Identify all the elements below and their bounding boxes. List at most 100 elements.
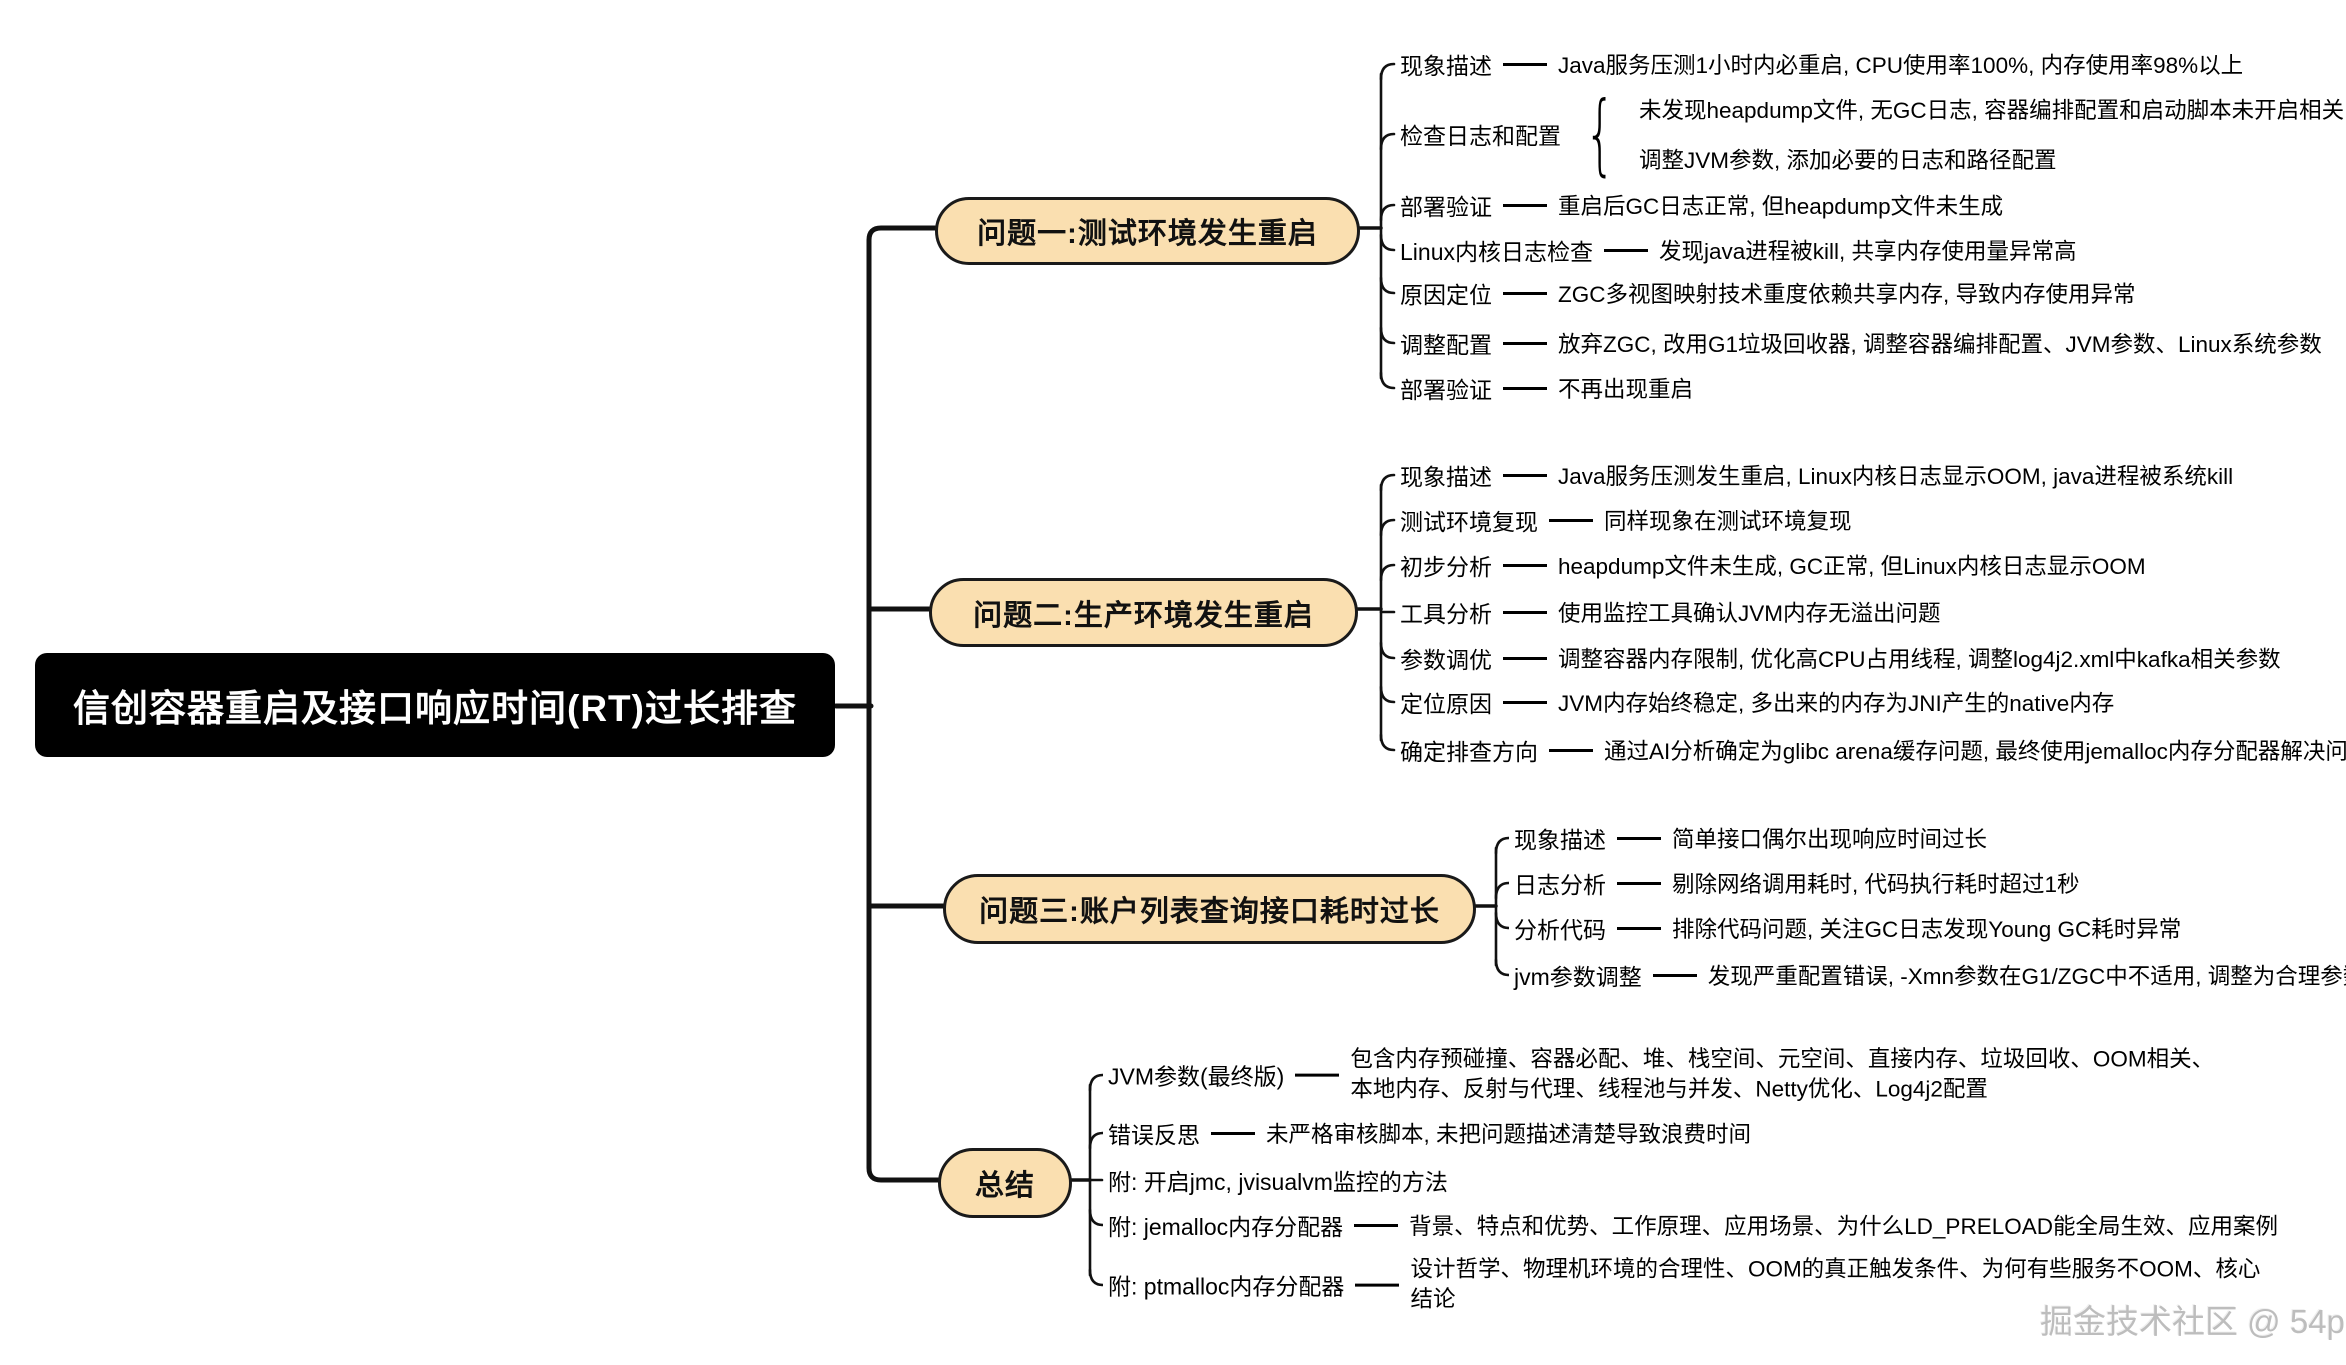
child-row: 参数调优 调整容器内存限制, 优化高CPU占用线程, 调整log4j2.xml中k…: [1400, 641, 2281, 675]
child-label[interactable]: 调整配置: [1400, 332, 1492, 358]
connector-line: [1379, 276, 1396, 295]
dash-connector: [1549, 518, 1593, 522]
child-desc[interactable]: ZGC多视图映射技术重度依赖共享内存, 导致内存使用异常: [1558, 282, 2136, 307]
child-label[interactable]: 错误反思: [1108, 1122, 1200, 1148]
child-row: 错误反思 未严格审核脚本, 未把问题描述清楚导致浪费时间: [1108, 1116, 1751, 1150]
child-row: JVM参数(最终版) 包含内存预碰撞、容器必配、堆、栈空间、元空间、直接内存、垃圾…: [1108, 1045, 2220, 1106]
connector-line: [1379, 203, 1396, 222]
child-desc[interactable]: 放弃ZGC, 改用G1垃圾回收器, 调整容器编排配置、JVM参数、Linux系统…: [1558, 332, 2322, 357]
connector-line: [1379, 326, 1396, 345]
child-label[interactable]: 现象描述: [1400, 53, 1492, 79]
child-row: Linux内核日志检查 发现java进程被kill, 共享内存使用量异常高: [1400, 233, 2077, 267]
child-row: 分析代码 排除代码问题, 关注GC日志发现Young GC耗时异常: [1514, 911, 2181, 945]
child-label[interactable]: Linux内核日志检查: [1400, 239, 1593, 265]
dash-connector: [1617, 881, 1661, 885]
child-label[interactable]: 部署验证: [1400, 194, 1492, 220]
dash-connector: [1503, 62, 1547, 66]
child-desc[interactable]: 调整容器内存限制, 优化高CPU占用线程, 调整log4j2.xml中kafka…: [1558, 647, 2281, 672]
child-desc[interactable]: 未严格审核脚本, 未把问题描述清楚导致浪费时间: [1266, 1122, 1752, 1147]
child-desc[interactable]: 剔除网络调用耗时, 代码执行耗时超过1秒: [1672, 872, 2080, 897]
child-row: 附: ptmalloc内存分配器 设计哲学、物理机环境的合理性、OOM的真正触发条…: [1108, 1255, 2280, 1316]
child-label[interactable]: 测试环境复现: [1400, 509, 1538, 535]
dash-connector: [1503, 656, 1547, 660]
child-label[interactable]: jvm参数调整: [1514, 964, 1642, 990]
child-label[interactable]: 日志分析: [1514, 872, 1606, 898]
sub-item[interactable]: 调整JVM参数, 添加必要的日志和路径配置: [1639, 148, 2057, 173]
dash-connector: [1503, 341, 1547, 345]
child-desc[interactable]: 发现java进程被kill, 共享内存使用量异常高: [1658, 239, 2077, 264]
sub-item[interactable]: 未发现heapdump文件, 无GC日志, 容器编排配置和启动脚本未开启相关日志: [1639, 98, 2346, 123]
child-row: 工具分析 使用监控工具确认JVM内存无溢出问题: [1400, 595, 1941, 629]
watermark: 掘金技术社区 @ 54ping: [2040, 1303, 2346, 1340]
child-desc[interactable]: 发现严重配置错误, -Xmn参数在G1/ZGC中不适用, 调整为合理参数: [1707, 964, 2346, 989]
child-row: 附: jemalloc内存分配器 背景、特点和优势、工作原理、应用场景、为什么LD…: [1108, 1208, 2278, 1242]
dash-connector: [1295, 1073, 1340, 1077]
connector-line: [1379, 518, 1396, 537]
child-row: 日志分析 剔除网络调用耗时, 代码执行耗时超过1秒: [1514, 866, 2080, 900]
branch-node-summary[interactable]: 总结: [938, 1148, 1072, 1218]
child-desc[interactable]: 简单接口偶尔出现响应时间过长: [1672, 827, 1988, 852]
branch-node-problem2[interactable]: 问题二:生产环境发生重启: [929, 578, 1358, 647]
child-row: jvm参数调整 发现严重配置错误, -Xmn参数在G1/ZGC中不适用, 调整为合…: [1514, 958, 2346, 992]
child-row: 原因定位 ZGC多视图映射技术重度依赖共享内存, 导致内存使用异常: [1400, 276, 2136, 310]
connector-line: [1088, 1268, 1104, 1287]
child-desc[interactable]: 同样现象在测试环境复现: [1604, 509, 1852, 534]
child-desc[interactable]: 背景、特点和优势、工作原理、应用场景、为什么LD_PRELOAD能全局生效、应用…: [1409, 1214, 2278, 1239]
child-label[interactable]: 附: ptmalloc内存分配器: [1108, 1274, 1345, 1300]
dash-connector: [1503, 203, 1547, 207]
dash-connector: [1503, 563, 1547, 567]
child-desc[interactable]: 排除代码问题, 关注GC日志发现Young GC耗时异常: [1672, 917, 2182, 942]
child-desc[interactable]: 不再出现重启: [1558, 377, 1694, 402]
child-label[interactable]: 附: 开启jmc, jvisualvm监控的方法: [1108, 1169, 1448, 1195]
child-label[interactable]: 确定排查方向: [1400, 739, 1538, 765]
child-desc[interactable]: Java服务压测发生重启, Linux内核日志显示OOM, java进程被系统k…: [1558, 464, 2234, 489]
child-label[interactable]: 定位原因: [1400, 691, 1492, 717]
child-label[interactable]: 部署验证: [1400, 377, 1492, 403]
dash-connector: [1652, 973, 1697, 977]
connector-line: [1494, 911, 1510, 930]
connector-line: [1379, 563, 1396, 582]
branch-node-problem1[interactable]: 问题一:测试环境发生重启: [935, 197, 1360, 265]
child-label[interactable]: 分析代码: [1514, 917, 1606, 943]
dash-connector: [1503, 386, 1547, 390]
connector-line: [1088, 1131, 1104, 1150]
child-label[interactable]: 检查日志和配置: [1400, 123, 1561, 149]
child-desc[interactable]: JVM内存始终稳定, 多出来的内存为JNI产生的native内存: [1558, 691, 2115, 716]
child-label[interactable]: 参数调优: [1400, 647, 1492, 673]
child-desc[interactable]: 设计哲学、物理机环境的合理性、OOM的真正触发条件、为何有些服务不OOM、核心结…: [1410, 1256, 2261, 1312]
child-desc[interactable]: 重启后GC日志正常, 但heapdump文件未生成: [1558, 194, 2004, 219]
child-label[interactable]: 现象描述: [1514, 827, 1606, 853]
child-desc[interactable]: 通过AI分析确定为glibc arena缓存问题, 最终使用jemalloc内存…: [1604, 739, 2346, 764]
child-desc[interactable]: heapdump文件未生成, GC正常, 但Linux内核日志显示OOM: [1558, 554, 2146, 579]
dash-connector: [1617, 836, 1661, 840]
dash-connector: [1355, 1283, 1400, 1287]
child-row: 测试环境复现 同样现象在测试环境复现: [1400, 503, 1852, 537]
connector-line: [866, 225, 943, 1183]
connector-line: [1379, 132, 1396, 151]
child-desc[interactable]: 使用监控工具确认JVM内存无溢出问题: [1558, 601, 1941, 626]
child-label[interactable]: 附: jemalloc内存分配器: [1108, 1214, 1344, 1240]
child-row: 调整配置 放弃ZGC, 改用G1垃圾回收器, 调整容器编排配置、JVM参数、Lin…: [1400, 326, 2322, 360]
connector-line: [1088, 1073, 1104, 1092]
child-row: 附: 开启jmc, jvisualvm监控的方法: [1108, 1163, 1448, 1197]
connector-line: [1494, 958, 1510, 977]
dash-connector: [1549, 748, 1593, 752]
child-desc[interactable]: Java服务压测1小时内必重启, CPU使用率100%, 内存使用率98%以上: [1558, 53, 2244, 78]
child-label[interactable]: 现象描述: [1400, 464, 1492, 490]
branch-node-problem3[interactable]: 问题三:账户列表查询接口耗时过长: [943, 874, 1476, 944]
connector-line: [1379, 62, 1396, 81]
child-desc[interactable]: 包含内存预碰撞、容器必配、堆、栈空间、元空间、直接内存、垃圾回收、OOM相关、本…: [1350, 1046, 2215, 1102]
dash-connector: [1354, 1223, 1399, 1227]
child-row: 现象描述 Java服务压测1小时内必重启, CPU使用率100%, 内存使用率98…: [1400, 47, 2243, 81]
child-row: 现象描述 Java服务压测发生重启, Linux内核日志显示OOM, java进程…: [1400, 458, 2233, 492]
root-node[interactable]: 信创容器重启及接口响应时间(RT)过长排查: [35, 653, 835, 757]
child-label[interactable]: 工具分析: [1400, 601, 1492, 627]
child-row: 部署验证 重启后GC日志正常, 但heapdump文件未生成: [1400, 188, 2003, 222]
child-label[interactable]: 原因定位: [1400, 282, 1492, 308]
sub-item-group: 未发现heapdump文件, 无GC日志, 容器编排配置和启动脚本未开启相关日志…: [1639, 93, 2346, 175]
child-row: 部署验证 不再出现重启: [1400, 371, 1693, 405]
child-label[interactable]: JVM参数(最终版): [1108, 1064, 1285, 1090]
child-row: 确定排查方向 通过AI分析确定为glibc arena缓存问题, 最终使用jema…: [1400, 733, 2346, 767]
child-label[interactable]: 初步分析: [1400, 554, 1492, 580]
